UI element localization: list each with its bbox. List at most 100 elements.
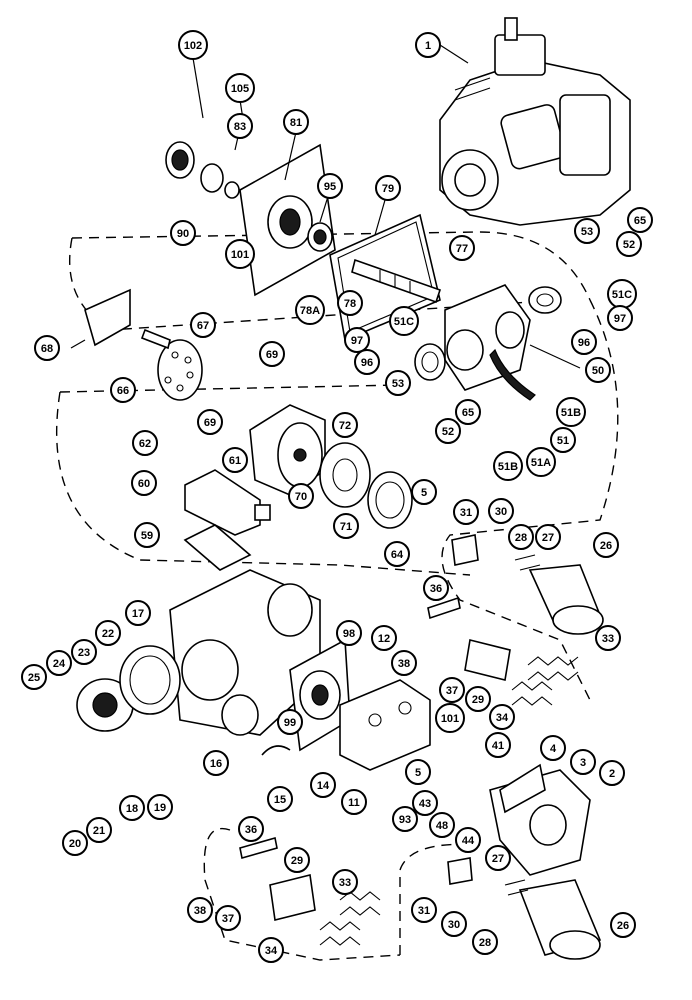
callout-60: 60 bbox=[131, 470, 157, 496]
bearings-90 bbox=[165, 141, 240, 199]
callout-circle bbox=[535, 524, 561, 550]
callout-24: 24 bbox=[46, 650, 72, 676]
callout-number: 67 bbox=[197, 320, 209, 332]
callout-circle bbox=[225, 73, 255, 103]
callout-27b: 27 bbox=[485, 845, 511, 871]
callout-number: 53 bbox=[392, 378, 404, 390]
callout-64: 64 bbox=[384, 541, 410, 567]
callout-number: 48 bbox=[436, 820, 448, 832]
flange-22-23 bbox=[76, 645, 181, 732]
plates-66-67-68 bbox=[84, 288, 203, 401]
callout-37a: 37 bbox=[439, 677, 465, 703]
callout-51A: 51A bbox=[526, 447, 556, 477]
callout-number: 25 bbox=[28, 672, 40, 684]
callout-circle bbox=[405, 759, 431, 785]
callout-number: 17 bbox=[132, 608, 144, 620]
callout-circle bbox=[110, 377, 136, 403]
callout-number: 101 bbox=[231, 249, 249, 261]
callout-97a: 97 bbox=[344, 327, 370, 353]
callout-78A: 78A bbox=[295, 295, 325, 325]
callout-circle bbox=[412, 790, 438, 816]
callout-circle bbox=[46, 650, 72, 676]
callout-number: 29 bbox=[472, 694, 484, 706]
callout-98: 98 bbox=[336, 620, 362, 646]
callout-52a: 52 bbox=[616, 231, 642, 257]
callout-number: 51A bbox=[531, 457, 551, 469]
callout-number: 37 bbox=[222, 913, 234, 925]
callout-circle bbox=[277, 709, 303, 735]
callout-number: 79 bbox=[382, 183, 394, 195]
callout-18: 18 bbox=[119, 795, 145, 821]
callout-circle bbox=[187, 897, 213, 923]
callout-number: 97 bbox=[351, 335, 363, 347]
callout-number: 69 bbox=[204, 417, 216, 429]
callout-circle bbox=[574, 218, 600, 244]
callout-number: 36 bbox=[245, 824, 257, 836]
callout-69b: 69 bbox=[197, 409, 223, 435]
callout-number: 26 bbox=[617, 920, 629, 932]
callout-circle bbox=[344, 327, 370, 353]
callout-68: 68 bbox=[34, 335, 60, 361]
callout-number: 65 bbox=[462, 407, 474, 419]
callout-number: 70 bbox=[295, 491, 307, 503]
callout-30a: 30 bbox=[488, 498, 514, 524]
callout-circle bbox=[86, 817, 112, 843]
callout-90: 90 bbox=[170, 220, 196, 246]
callout-number: 2 bbox=[609, 768, 615, 780]
callout-circle bbox=[131, 470, 157, 496]
callout-circle bbox=[332, 412, 358, 438]
callout-circle bbox=[599, 760, 625, 786]
callout-number: 98 bbox=[343, 628, 355, 640]
callout-number: 3 bbox=[580, 757, 586, 769]
housing-17 bbox=[169, 569, 321, 736]
callout-29b: 29 bbox=[284, 847, 310, 873]
callout-28b: 28 bbox=[472, 929, 498, 955]
callout-69a: 69 bbox=[259, 341, 285, 367]
callout-circle bbox=[607, 305, 633, 331]
callout-circle bbox=[34, 335, 60, 361]
callout-circle bbox=[259, 341, 285, 367]
small-parts bbox=[239, 534, 479, 885]
callout-number: 102 bbox=[184, 40, 202, 52]
callout-circle bbox=[595, 625, 621, 651]
callout-circle bbox=[62, 830, 88, 856]
callout-number: 24 bbox=[53, 658, 66, 670]
callout-circle bbox=[449, 235, 475, 261]
callout-circle bbox=[375, 175, 401, 201]
callout-circle bbox=[258, 937, 284, 963]
callout-number: 64 bbox=[391, 549, 404, 561]
callout-circle bbox=[288, 483, 314, 509]
callout-34a: 34 bbox=[489, 704, 515, 730]
callout-22: 22 bbox=[95, 620, 121, 646]
callout-number: 101 bbox=[441, 713, 459, 725]
callout-number: 18 bbox=[126, 803, 138, 815]
callout-circle bbox=[333, 513, 359, 539]
callout-number: 27 bbox=[542, 532, 554, 544]
callout-number: 26 bbox=[600, 540, 612, 552]
callout-circle bbox=[455, 827, 481, 853]
shaft-77 bbox=[351, 258, 442, 304]
callout-circle bbox=[354, 349, 380, 375]
callout-27a: 27 bbox=[535, 524, 561, 550]
callout-36a: 36 bbox=[423, 575, 449, 601]
callout-number: 53 bbox=[581, 226, 593, 238]
callout-number: 105 bbox=[231, 83, 249, 95]
callout-38a: 38 bbox=[391, 650, 417, 676]
callout-number: 66 bbox=[117, 385, 129, 397]
callout-number: 21 bbox=[93, 825, 105, 837]
callout-number: 36 bbox=[430, 583, 442, 595]
callout-30b: 30 bbox=[441, 911, 467, 937]
bearings-96-97 bbox=[414, 286, 562, 381]
callout-circle bbox=[284, 847, 310, 873]
callout-number: 72 bbox=[339, 420, 351, 432]
callout-number: 33 bbox=[339, 877, 351, 889]
callout-105: 105 bbox=[225, 73, 255, 103]
callout-101a: 101 bbox=[225, 239, 255, 269]
callout-number: 65 bbox=[634, 215, 646, 227]
callout-circle bbox=[571, 329, 597, 355]
callout-number: 37 bbox=[446, 685, 458, 697]
callout-circle bbox=[489, 704, 515, 730]
callout-12: 12 bbox=[371, 625, 397, 651]
